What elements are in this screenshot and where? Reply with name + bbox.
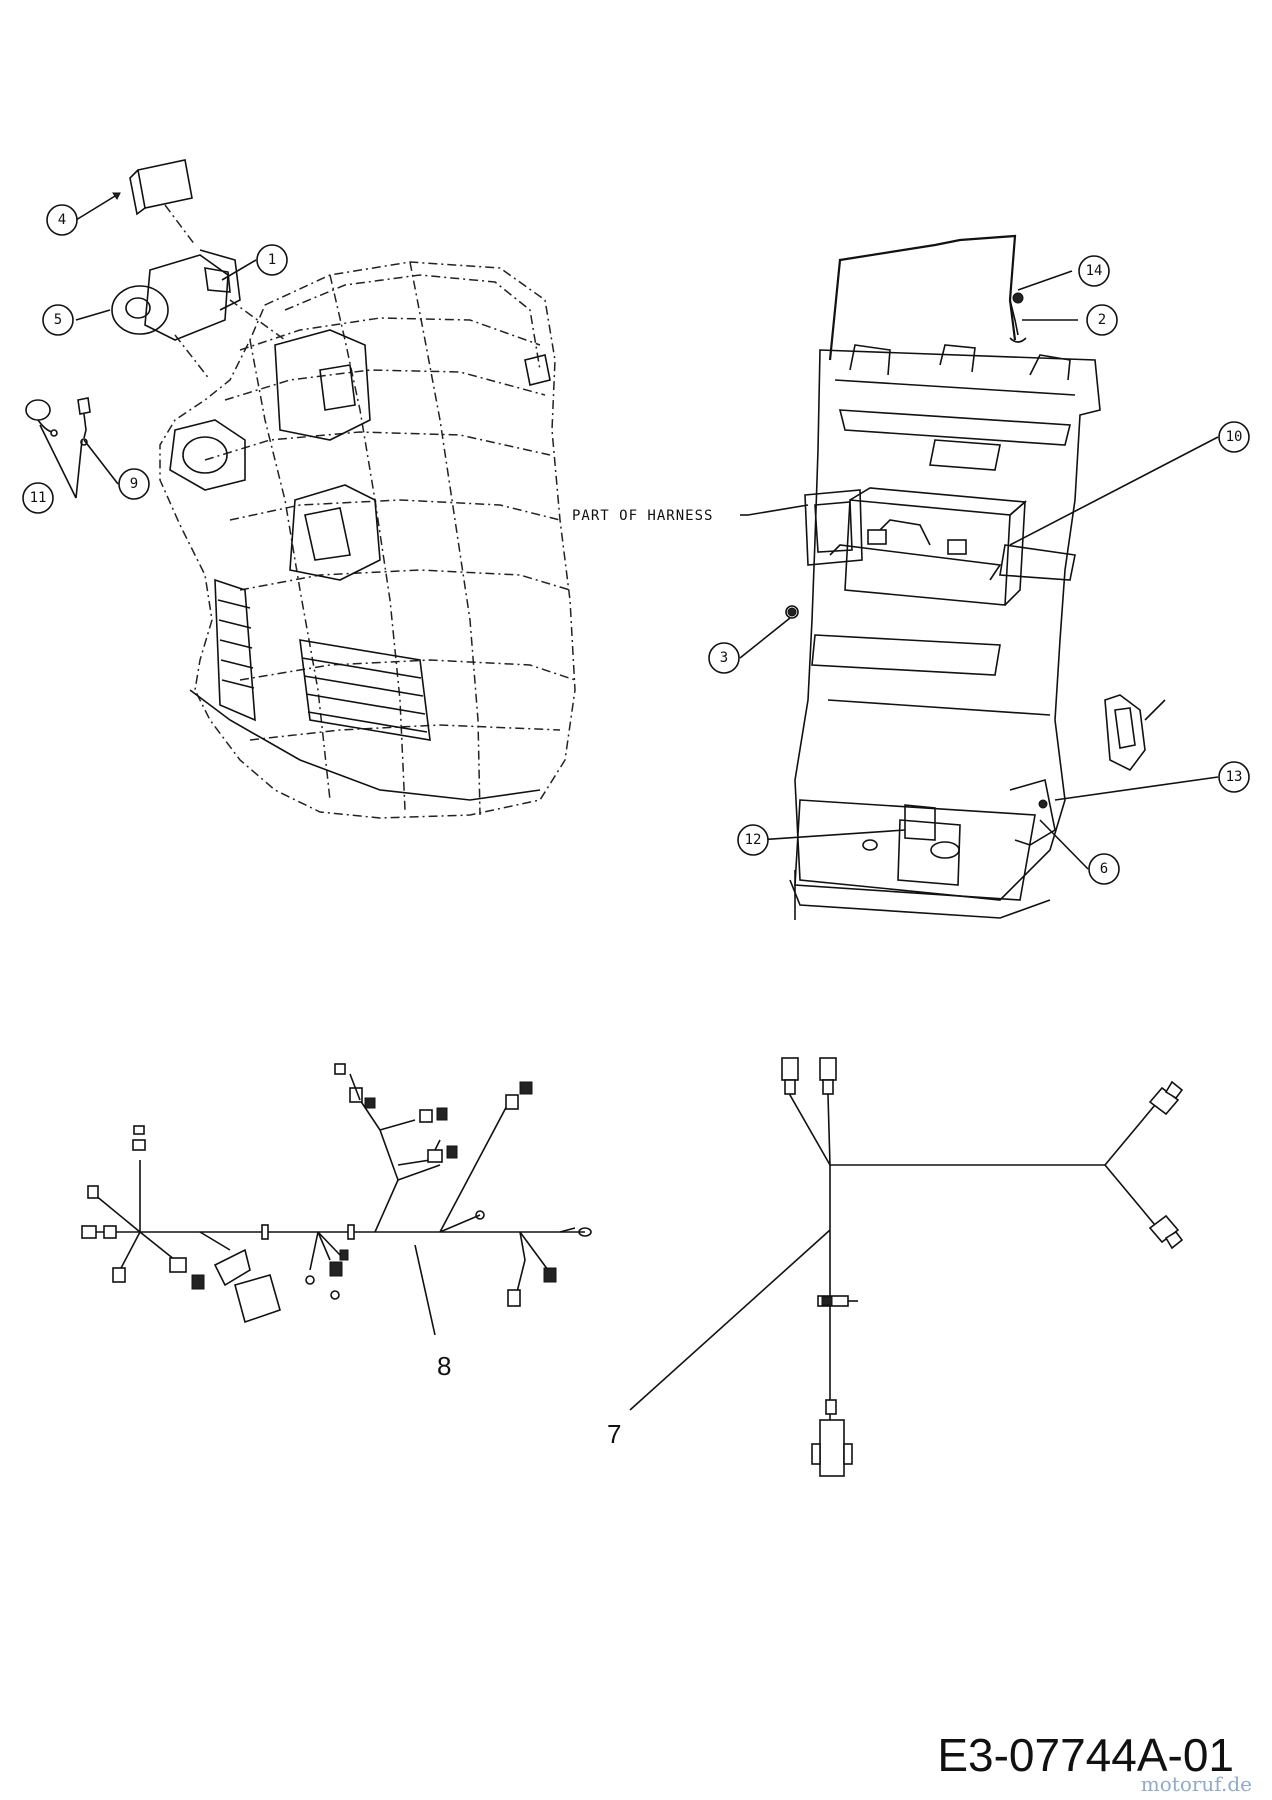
svg-text:5: 5 xyxy=(54,312,62,328)
svg-text:1: 1 xyxy=(268,252,276,268)
svg-text:13: 13 xyxy=(1226,769,1243,785)
battery xyxy=(844,487,1027,606)
svg-text:14: 14 xyxy=(1086,263,1103,279)
callout-4: 4 xyxy=(46,204,78,236)
callout-9: 9 xyxy=(118,468,150,500)
callout-1: 1 xyxy=(256,244,288,276)
leader-8 xyxy=(414,1244,436,1336)
watermark-logo: motoruf.de xyxy=(1140,1772,1252,1796)
callout-6: 6 xyxy=(1088,853,1120,885)
callout-12: 12 xyxy=(737,824,769,856)
svg-text:10: 10 xyxy=(1226,429,1243,445)
callout-3: 3 xyxy=(708,642,740,674)
callout-11: 11 xyxy=(22,482,54,514)
harness-8-label: 8 xyxy=(437,1351,451,1381)
svg-text:3: 3 xyxy=(720,650,728,666)
callout-5: 5 xyxy=(42,304,74,336)
svg-text:12: 12 xyxy=(745,832,762,848)
svg-text:2: 2 xyxy=(1098,312,1106,328)
svg-text:9: 9 xyxy=(130,476,138,492)
callout-2: 2 xyxy=(1086,304,1118,336)
floor-plate xyxy=(789,778,1056,920)
callout-10: 10 xyxy=(1218,421,1250,453)
svg-text:6: 6 xyxy=(1100,861,1108,877)
frame-assembly xyxy=(785,234,1166,920)
svg-text:4: 4 xyxy=(58,212,66,228)
callout-leaders xyxy=(39,192,1219,870)
callout-13: 13 xyxy=(1218,761,1250,793)
wire-harness-7 xyxy=(781,1057,1184,1477)
key-and-fob xyxy=(25,397,91,446)
reference-code: E3-07744A-01 xyxy=(937,1729,1234,1781)
ignition-switch-assembly xyxy=(111,159,286,381)
part-of-harness-label: PART OF HARNESS xyxy=(572,508,713,524)
svg-text:11: 11 xyxy=(30,490,47,506)
callout-14: 14 xyxy=(1078,255,1110,287)
harness-7-label: 7 xyxy=(607,1419,621,1449)
leader-7 xyxy=(629,1229,831,1411)
wire-harness-8 xyxy=(81,1063,592,1324)
dash-panel-assembly xyxy=(159,261,576,819)
grille xyxy=(214,578,431,741)
